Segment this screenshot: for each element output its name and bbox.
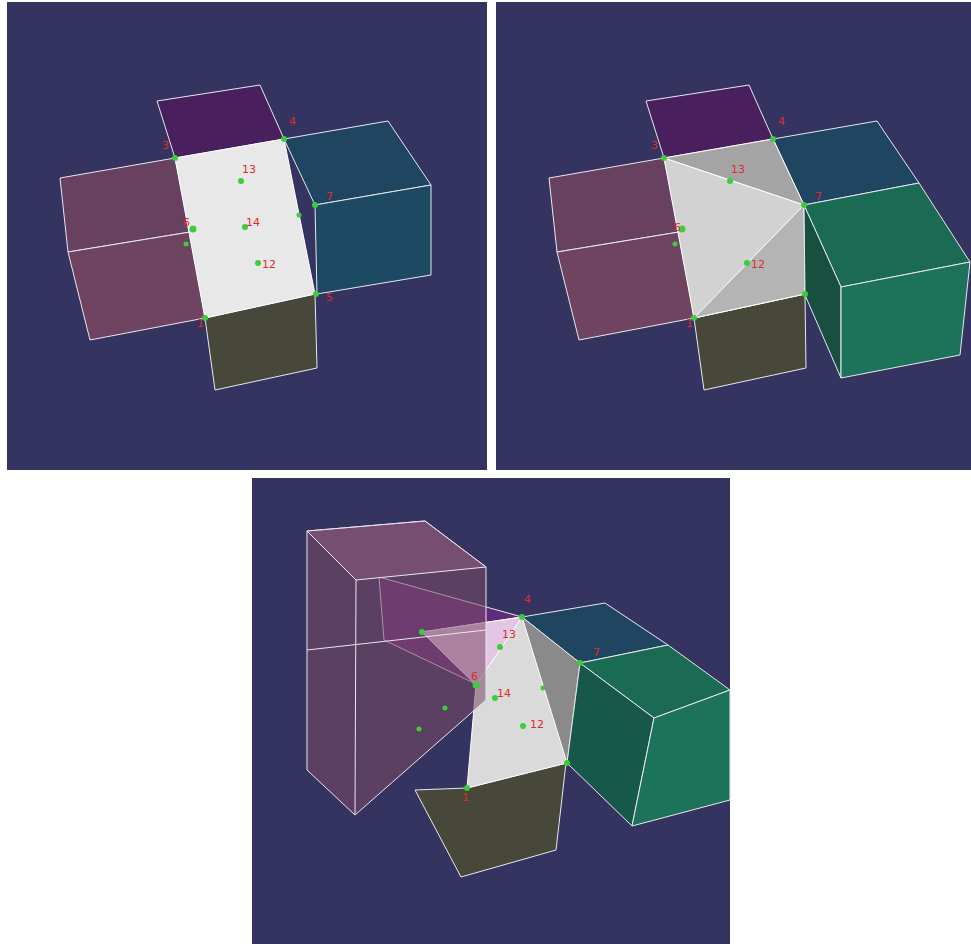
vertex-number: 14 — [497, 688, 511, 700]
vertex-number: 13 — [502, 629, 516, 641]
vertex-number: 14 — [246, 217, 260, 229]
vertex-number: 7 — [326, 191, 333, 203]
vertex-number: 4 — [778, 116, 785, 128]
vertex-number: 7 — [815, 191, 822, 203]
vertex-number: 4 — [524, 594, 531, 606]
vertex-number: 4 — [289, 116, 296, 128]
vertex-number: 5 — [326, 292, 333, 304]
vertex-number: 6 — [183, 217, 190, 229]
vertex-number: 12 — [751, 259, 765, 271]
vertex-number: 1 — [462, 792, 469, 804]
vertex-number: 12 — [262, 259, 276, 271]
vertex-number: 3 — [651, 140, 658, 152]
vertex-number: 6 — [674, 222, 681, 234]
vertex-number: 13 — [731, 164, 745, 176]
vertex-number: 7 — [593, 647, 600, 659]
vertex-number: 1 — [197, 318, 204, 330]
vertex-number: 6 — [471, 671, 478, 683]
vertex-number: 13 — [242, 164, 256, 176]
vertex-number: 12 — [530, 719, 544, 731]
vertex-number: 1 — [686, 318, 693, 330]
vertex-number: 3 — [162, 140, 169, 152]
